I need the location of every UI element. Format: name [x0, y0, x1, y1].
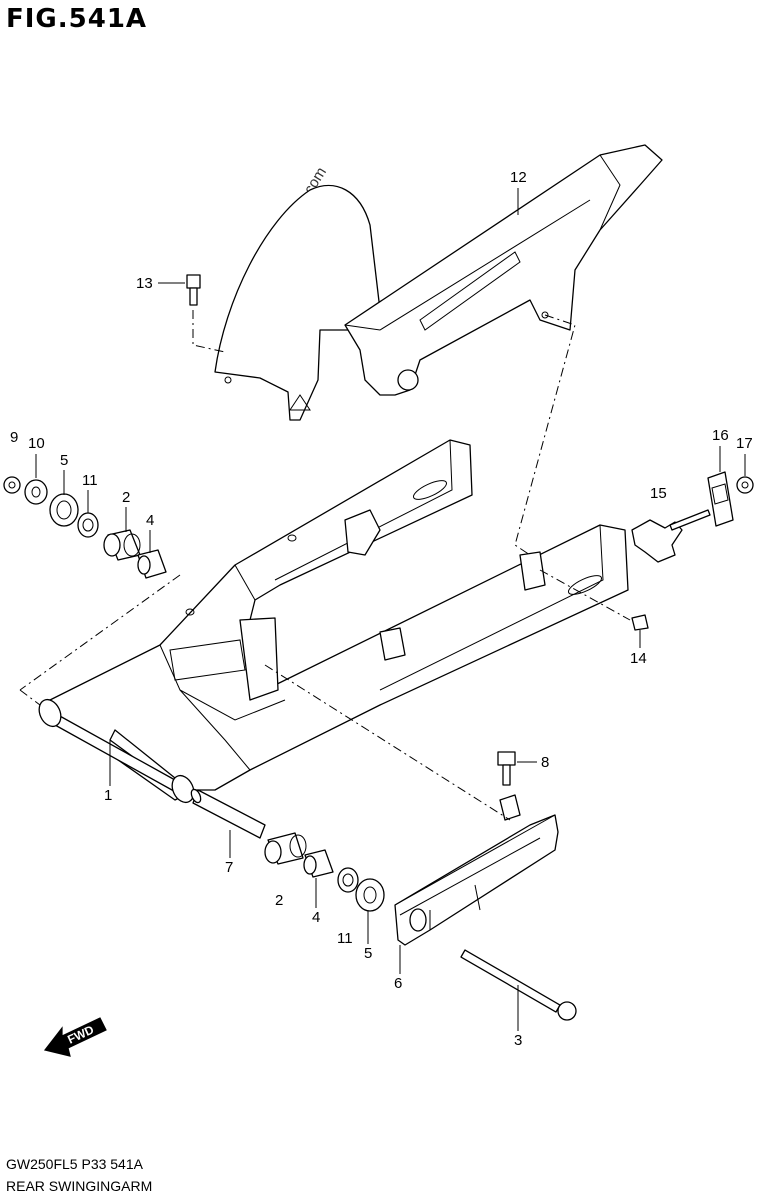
pivot-shaft-part: [190, 788, 266, 839]
callout-labels: 9 10 5 11 2 4 12 13 16 17 15 14 1 8: [10, 169, 753, 1049]
callout-4-right: 4: [312, 909, 320, 926]
callout-7: 7: [225, 859, 233, 876]
fwd-label: FWD: [65, 1022, 96, 1046]
callout-15: 15: [650, 485, 667, 502]
swingarm-part: [38, 439, 629, 804]
callout-6: 6: [394, 975, 402, 992]
callout-2-right: 2: [275, 892, 283, 909]
chain-case-part: [214, 144, 663, 421]
callout-9: 9: [10, 429, 18, 446]
callout-5-left: 5: [60, 452, 68, 469]
callout-12: 12: [510, 169, 527, 186]
chain-buffer-part: [264, 664, 559, 946]
callout-11-left: 11: [82, 472, 98, 489]
callout-8: 8: [541, 754, 549, 771]
callout-17: 17: [736, 435, 753, 452]
bolt-part-13: [186, 274, 226, 353]
forward-arrow-icon: FWD: [43, 1017, 107, 1057]
callout-5-right: 5: [364, 945, 372, 962]
section-name: REAR SWINGINGARM: [6, 1178, 153, 1194]
bolt-part-3: [460, 949, 577, 1021]
callout-13: 13: [136, 275, 153, 292]
bolt-part-14: [514, 314, 649, 631]
bolt-part-8: [497, 751, 516, 786]
left-bearing-stack: [3, 476, 181, 706]
callout-16: 16: [712, 427, 729, 444]
callout-2-left: 2: [122, 489, 130, 506]
callout-10: 10: [28, 435, 45, 452]
model-code: GW250FL5 P33 541A: [6, 1156, 143, 1172]
right-bearing-stack: [264, 832, 385, 912]
callout-11-right: 11: [337, 930, 353, 947]
callout-1: 1: [104, 787, 112, 804]
chain-adjuster-parts: [631, 471, 754, 563]
callout-14: 14: [630, 650, 647, 667]
callout-4-left: 4: [146, 512, 154, 529]
callout-3: 3: [514, 1032, 522, 1049]
figure-title: FIG.541A: [6, 4, 148, 34]
